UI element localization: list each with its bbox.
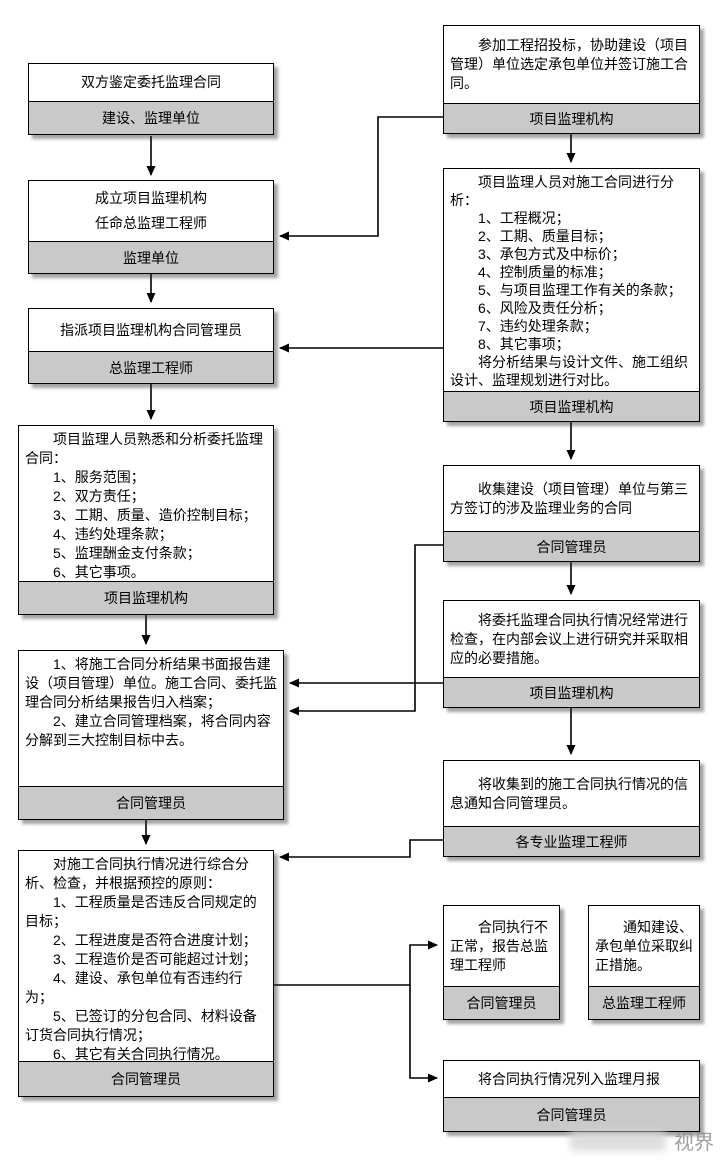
text-line: 双方鉴定委托监理合同 — [81, 74, 221, 90]
text-line: 6、其它有关合同执行情况。 — [53, 1046, 229, 1061]
text-line: 3、工程造价是否可能超过计划； — [53, 951, 257, 967]
text-line: 3、工期、质量、造价控制目标； — [53, 507, 257, 523]
box-footer: 项目监理机构 — [444, 677, 699, 707]
box-footer: 合同管理员 — [444, 1097, 699, 1131]
text-line: 1、工程概况； — [478, 210, 570, 226]
text-line: 2、工程进度是否符合进度计划； — [53, 932, 257, 948]
box-content: 将收集到的施工合同执行情况的信息通知合同管理员。 — [444, 761, 699, 826]
box-footer: 项目监理机构 — [444, 103, 699, 133]
box-notify-contract-admin: 将收集到的施工合同执行情况的信息通知合同管理员。 各专业监理工程师 — [443, 760, 700, 857]
box-analyze-construction-contract: 项目监理人员对施工合同进行分析： 1、工程概况； 2、工期、质量目标； 3、承包… — [443, 168, 700, 422]
box-footer: 总监理工程师 — [589, 986, 699, 1019]
box-check-entrust-contract-execution: 将委托监理合同执行情况经常进行检查，在内部会议上进行研究并采取相应的必要措施。 … — [443, 600, 700, 708]
text-line: 5、与项目监理工作有关的条款； — [478, 282, 682, 298]
box-footer: 合同管理员 — [444, 531, 699, 561]
text-line: 1、将施工合同分析结果书面报告建设（项目管理）单位。施工合同、委托监理合同分析结… — [25, 656, 277, 710]
text-line: 将委托监理合同执行情况经常进行检查，在内部会议上进行研究并采取相应的必要措施。 — [450, 611, 688, 666]
arrow-l6-r7 — [409, 985, 438, 1083]
box-assign-contract-admin: 指派项目监理机构合同管理员 总监理工程师 — [28, 308, 274, 384]
text-line: 3、承包方式及中标价； — [478, 246, 626, 262]
text-line: 6、风险及责任分析； — [478, 300, 612, 316]
arrow-r1-l2 — [279, 116, 443, 241]
box-content: 将委托监理合同执行情况经常进行检查，在内部会议上进行研究并采取相应的必要措施。 — [444, 601, 699, 677]
text-line: 对施工合同执行情况进行综合分析、检查，并根据预控的原则： — [25, 856, 249, 891]
box-sign-entrust-contract: 双方鉴定委托监理合同 建设、监理单位 — [28, 63, 274, 135]
box-content: 收集建设（项目管理）单位与第三方签订的涉及监理业务的合同 — [444, 466, 699, 531]
watermark-text: 视界 — [674, 1132, 714, 1154]
box-content: 双方鉴定委托监理合同 — [29, 64, 273, 101]
box-content: 对施工合同执行情况进行综合分析、检查，并根据预控的原则： 1、工程质量是否违反合… — [19, 851, 273, 1061]
box-analyze-entrust-contract: 项目监理人员熟悉和分析委托监理合同： 1、服务范围； 2、双方责任； 3、工期、… — [18, 425, 274, 615]
text-line: 将合同执行情况列入监理月报 — [478, 1070, 660, 1087]
text-line: 项目监理人员对施工合同进行分析： — [450, 174, 674, 208]
box-footer: 各专业监理工程师 — [444, 826, 699, 856]
arrow-r3-l5 — [289, 544, 443, 716]
box-footer: 项目监理机构 — [19, 581, 273, 614]
text-line: 1、工程质量是否违反合同规定的目标； — [25, 894, 257, 929]
box-abnormal-execution-report: 合同执行不正常，报告总监理工程师 合同管理员 — [443, 905, 560, 1020]
text-line: 通知建设、承包单位采取纠正措施。 — [595, 918, 693, 973]
text-line: 4、控制质量的标准； — [478, 264, 612, 280]
box-content: 项目监理人员熟悉和分析委托监理合同： 1、服务范围； 2、双方责任； 3、工期、… — [19, 426, 273, 581]
box-footer: 合同管理员 — [19, 786, 283, 819]
text-line: 将收集到的施工合同执行情况的信息通知合同管理员。 — [450, 775, 688, 811]
box-report-analysis-results: 1、将施工合同分析结果书面报告建设（项目管理）单位。施工合同、委托监理合同分析结… — [18, 650, 284, 820]
text-line: 5、监理酬金支付条款； — [53, 545, 201, 561]
box-footer: 建设、监理单位 — [29, 101, 273, 134]
box-notify-corrective-measures: 通知建设、承包单位采取纠正措施。 总监理工程师 — [588, 905, 700, 1020]
text-line: 收集建设（项目管理）单位与第三方签订的涉及监理业务的合同 — [450, 480, 688, 516]
box-content: 参加工程招投标，协助建设（项目管理）单位选定承包单位并签订施工合同。 — [444, 26, 699, 103]
watermark-blur-decoration — [570, 1130, 666, 1151]
text-line: 8、其它事项； — [478, 336, 570, 352]
watermark: 视界 — [570, 1126, 714, 1155]
text-line: 7、违约处理条款； — [478, 318, 598, 334]
text-line: 6、其它事项。 — [53, 564, 145, 580]
text-line: 将分析结果与设计文件、施工组织设计、监理规划进行对比。 — [450, 354, 688, 388]
text-line: 成立项目监理机构 — [95, 190, 207, 206]
arrow-l6-r6a — [274, 940, 438, 986]
box-footer: 合同管理员 — [19, 1061, 273, 1096]
text-line: 4、违约处理条款； — [53, 526, 173, 542]
box-footer: 项目监理机构 — [444, 391, 699, 421]
text-line: 指派项目监理机构合同管理员 — [60, 321, 242, 338]
arrow-r5-l6 — [279, 839, 443, 862]
box-content: 1、将施工合同分析结果书面报告建设（项目管理）单位。施工合同、委托监理合同分析结… — [19, 651, 283, 786]
box-footer: 合同管理员 — [444, 986, 559, 1019]
box-content: 指派项目监理机构合同管理员 — [29, 309, 273, 351]
text-line: 项目监理人员熟悉和分析委托监理合同： — [25, 431, 263, 466]
box-content: 项目监理人员对施工合同进行分析： 1、工程概况； 2、工期、质量目标； 3、承包… — [444, 169, 699, 391]
text-line: 1、服务范围； — [53, 469, 145, 485]
box-footer: 监理单位 — [29, 241, 273, 273]
box-collect-third-party-contracts: 收集建设（项目管理）单位与第三方签订的涉及监理业务的合同 合同管理员 — [443, 465, 700, 562]
text-line: 2、建立合同管理档案，将合同内容分解到三大控制目标中去。 — [25, 713, 271, 748]
text-line: 任命总监理工程师 — [95, 215, 207, 231]
box-content: 成立项目监理机构 任命总监理工程师 — [29, 181, 273, 241]
box-monthly-report: 将合同执行情况列入监理月报 合同管理员 — [443, 1060, 700, 1132]
text-line: 5、已签订的分包合同、材料设备订货合同执行情况； — [25, 1008, 257, 1043]
text-line: 4、建设、承包单位有否违约行为； — [25, 970, 243, 1005]
box-content: 将合同执行情况列入监理月报 — [444, 1061, 699, 1097]
text-line: 合同执行不正常，报告总监理工程师 — [450, 918, 548, 973]
text-line: 参加工程招投标，协助建设（项目管理）单位选定承包单位并签订施工合同。 — [450, 37, 688, 91]
text-line: 2、工期、质量目标； — [478, 228, 612, 244]
box-establish-supervision-org: 成立项目监理机构 任命总监理工程师 监理单位 — [28, 180, 274, 274]
box-content: 合同执行不正常，报告总监理工程师 — [444, 906, 559, 986]
box-comprehensive-check: 对施工合同执行情况进行综合分析、检查，并根据预控的原则： 1、工程质量是否违反合… — [18, 850, 274, 1097]
box-bidding-assist: 参加工程招投标，协助建设（项目管理）单位选定承包单位并签订施工合同。 项目监理机… — [443, 25, 700, 134]
text-line: 2、双方责任； — [53, 488, 145, 504]
box-content: 通知建设、承包单位采取纠正措施。 — [589, 906, 699, 986]
box-footer: 总监理工程师 — [29, 351, 273, 383]
